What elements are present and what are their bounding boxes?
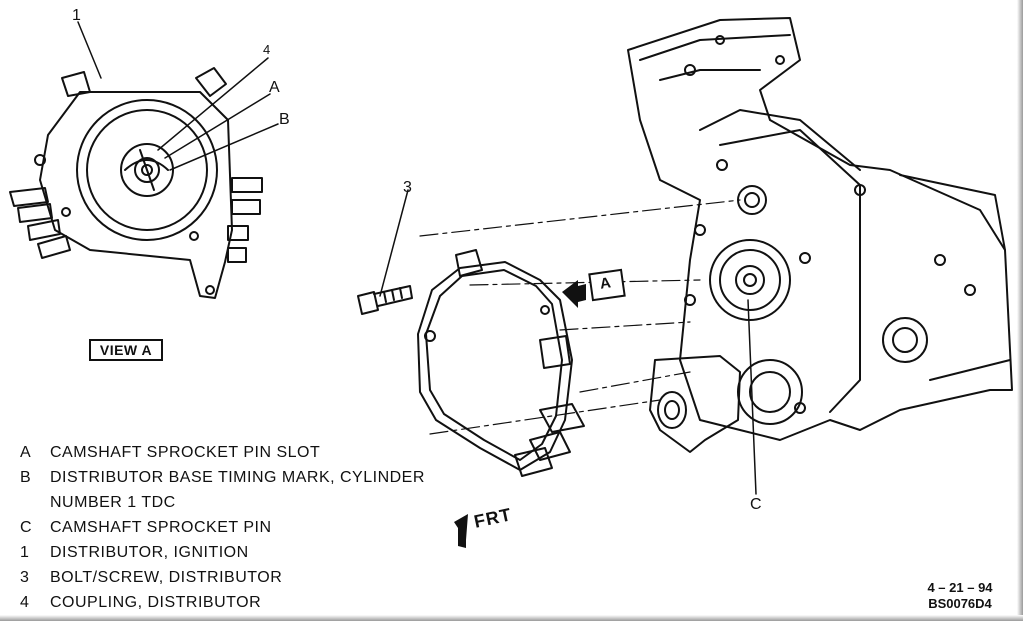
figure-identifiers: 4 – 21 – 94 BS0076D4 [920,580,1000,612]
legend-text: CAMSHAFT SPROCKET PIN [50,519,272,536]
callout-b: B [279,111,290,128]
view-a-leader-lines [77,21,279,171]
main-leader-lines [747,299,757,495]
legend-row: 1 DISTRIBUTOR, IGNITION [20,544,440,569]
callout-c: C [750,496,762,513]
callout-a: A [269,79,280,96]
legend-row: 4 COUPLING, DISTRIBUTOR [20,594,440,619]
callout-4: 4 [263,42,271,57]
legend-key: 3 [20,569,30,586]
legend-row: A CAMSHAFT SPROCKET PIN SLOT [20,444,440,469]
legend-text: DISTRIBUTOR, IGNITION [50,544,249,561]
bolt-illustration [357,189,413,315]
view-a-label: VIEW A [89,339,163,361]
figure-code: BS0076D4 [928,596,992,611]
legend: A CAMSHAFT SPROCKET PIN SLOT B DISTRIBUT… [20,444,440,619]
legend-key: 4 [20,594,30,611]
legend-key: A [20,444,32,461]
legend-key: B [20,469,32,486]
legend-key: C [20,519,33,536]
callout-1: 1 [72,7,81,24]
legend-text: CAMSHAFT SPROCKET PIN SLOT [50,444,321,461]
legend-key: 1 [20,544,30,561]
figure-date: 4 – 21 – 94 [927,580,993,595]
distributor-illustration [417,249,585,477]
view-a-distributor-illustration [9,67,263,299]
legend-row: C CAMSHAFT SPROCKET PIN [20,519,440,544]
view-arrow-label: A [598,274,612,293]
legend-text: BOLT/SCREW, DISTRIBUTOR [50,569,283,586]
legend-text: DISTRIBUTOR BASE TIMING MARK, CYLINDER N… [50,469,425,511]
view-direction-arrow [562,268,626,308]
legend-row: B DISTRIBUTOR BASE TIMING MARK, CYLINDER… [20,469,440,519]
front-arrow [454,514,468,548]
callout-3: 3 [403,179,412,196]
engine-block-illustration [627,17,1013,453]
alignment-lines [419,199,741,435]
legend-text: COUPLING, DISTRIBUTOR [50,594,262,611]
legend-row: 3 BOLT/SCREW, DISTRIBUTOR [20,569,440,594]
